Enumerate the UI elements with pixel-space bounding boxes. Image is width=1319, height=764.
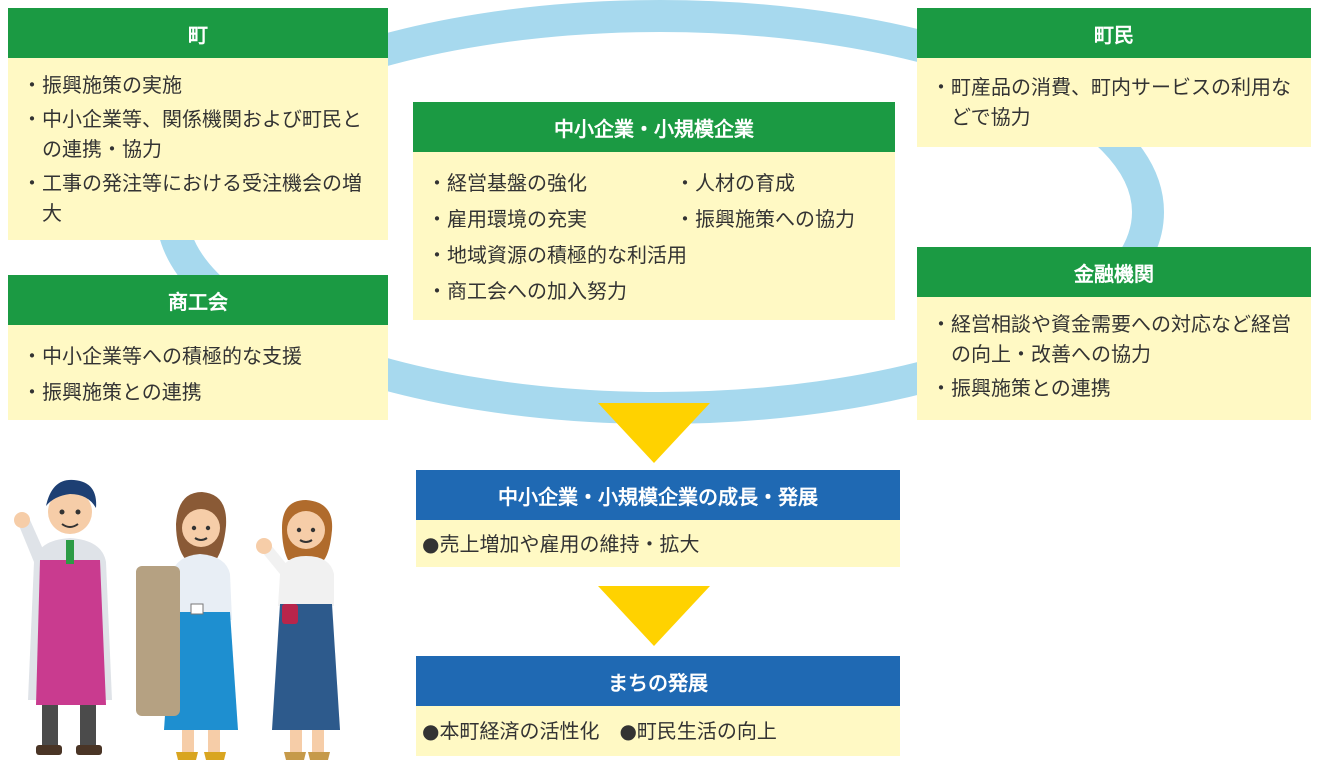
finance-box: 金融機関 経営相談や資金需要への対応など経営の向上・改善への協力 振興施策との連… xyxy=(917,247,1311,420)
sme-item: 振興施策への協力 xyxy=(675,204,855,234)
town-item: 振興施策の実施 xyxy=(22,70,378,100)
sme-item: 人材の育成 xyxy=(675,168,795,198)
town-box: 町 振興施策の実施 中小企業等、関係機関および町民との連携・協力 工事の発注等に… xyxy=(8,8,388,240)
residents-title: 町民 xyxy=(917,8,1311,58)
chamber-title: 商工会 xyxy=(8,275,388,325)
finance-body: 経営相談や資金需要への対応など経営の向上・改善への協力 振興施策との連携 xyxy=(917,297,1311,420)
sme-item: 地域資源の積極的な利活用 xyxy=(427,240,885,270)
town-title: 町 xyxy=(8,8,388,58)
town-development-box: まちの発展 ●本町経済の活性化 ●町民生活の向上 xyxy=(416,656,900,756)
sme-item: 雇用環境の充実 xyxy=(427,204,675,234)
town-development-body: ●本町経済の活性化 ●町民生活の向上 xyxy=(416,706,900,756)
growth-title: 中小企業・小規模企業の成長・発展 xyxy=(416,470,900,520)
chamber-box: 商工会 中小企業等への積極的な支援 振興施策との連携 xyxy=(8,275,388,420)
woman-figure-icon xyxy=(256,500,340,760)
woman-figure-icon xyxy=(136,492,238,760)
growth-body: ●売上増加や雇用の維持・拡大 xyxy=(416,520,900,567)
town-item: 中小企業等、関係機関および町民との連携・協力 xyxy=(22,104,378,164)
town-development-line: ●本町経済の活性化 ●町民生活の向上 xyxy=(422,719,777,743)
growth-box: 中小企業・小規模企業の成長・発展 ●売上増加や雇用の維持・拡大 xyxy=(416,470,900,567)
chamber-item: 中小企業等への積極的な支援 xyxy=(22,341,378,371)
man-figure-icon xyxy=(14,479,112,755)
sme-item: 経営基盤の強化 xyxy=(427,168,675,198)
finance-title: 金融機関 xyxy=(917,247,1311,297)
town-body: 振興施策の実施 中小企業等、関係機関および町民との連携・協力 工事の発注等におけ… xyxy=(8,58,388,240)
residents-item: 町産品の消費、町内サービスの利用などで協力 xyxy=(931,72,1301,132)
sme-box: 中小企業・小規模企業 経営基盤の強化 人材の育成 雇用環境の充実 振興施策への協… xyxy=(413,102,895,320)
three-shop-staff-illustration xyxy=(14,479,340,760)
sme-body: 経営基盤の強化 人材の育成 雇用環境の充実 振興施策への協力 地域資源の積極的な… xyxy=(413,152,895,320)
down-arrow-icon xyxy=(598,403,710,463)
chamber-item: 振興施策との連携 xyxy=(22,377,378,407)
sme-item: 商工会への加入努力 xyxy=(427,276,885,306)
sme-title: 中小企業・小規模企業 xyxy=(413,102,895,152)
residents-box: 町民 町産品の消費、町内サービスの利用などで協力 xyxy=(917,8,1311,147)
finance-item: 振興施策との連携 xyxy=(931,373,1301,403)
town-item: 工事の発注等における受注機会の増大 xyxy=(22,168,378,228)
finance-item: 経営相談や資金需要への対応など経営の向上・改善への協力 xyxy=(931,309,1301,369)
sme-row: 経営基盤の強化 人材の育成 xyxy=(427,168,885,198)
chamber-body: 中小企業等への積極的な支援 振興施策との連携 xyxy=(8,325,388,420)
residents-body: 町産品の消費、町内サービスの利用などで協力 xyxy=(917,58,1311,147)
down-arrow-icon xyxy=(598,586,710,646)
growth-line: ●売上増加や雇用の維持・拡大 xyxy=(422,531,700,556)
sme-row: 雇用環境の充実 振興施策への協力 xyxy=(427,204,885,234)
town-development-title: まちの発展 xyxy=(416,656,900,706)
